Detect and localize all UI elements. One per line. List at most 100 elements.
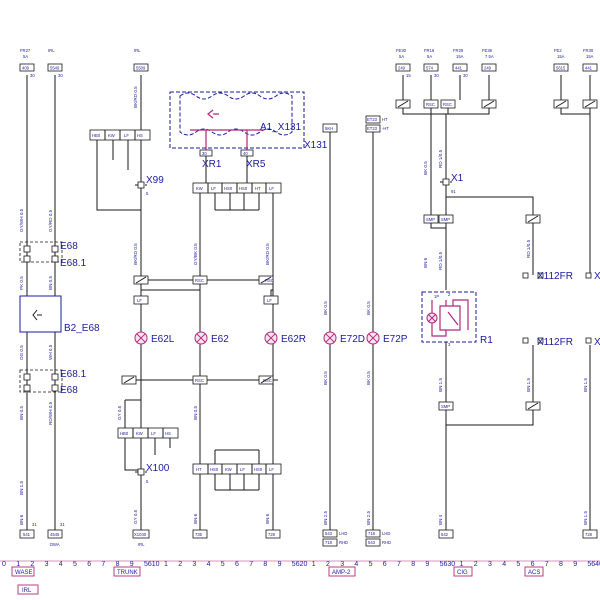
wire-label-w13: GY 0.5	[117, 405, 122, 420]
ruler-tick: 9	[130, 561, 134, 568]
box-541: 541	[23, 532, 31, 537]
splice-kw: KW	[108, 133, 115, 138]
wire-label-w12: BK/RD 0.5	[133, 243, 138, 265]
wire-label-w26: BN 4	[438, 514, 443, 525]
wire-label-w19: BN 2.5	[323, 511, 328, 525]
section-ref-trunk[interactable]: TRUNK	[113, 566, 141, 577]
rsc-3: RSC	[195, 378, 204, 383]
x100-label: X100	[146, 463, 170, 474]
x99-label: X99	[146, 175, 164, 186]
x1-label: X1	[451, 173, 464, 184]
ruler-tick: 8	[411, 561, 415, 568]
splice-hs-low: HS	[165, 431, 171, 436]
splice-ht: HT	[255, 186, 261, 191]
ruler-tick: 3	[488, 561, 492, 568]
section-ref-irl[interactable]: IRL	[17, 584, 39, 595]
ruler-tick: 9	[573, 561, 577, 568]
wire-label-w4b: BN 0.5	[19, 406, 24, 420]
irl-bottom-label: IRL	[138, 542, 145, 547]
lamp-label: E62	[211, 334, 229, 345]
e72p-top-box-2: ET23	[367, 126, 378, 131]
wire-label-w11: GY/BK 0.5	[193, 243, 198, 265]
splice-hb-low: HB0	[120, 431, 129, 436]
ruler-tick: 2	[178, 561, 182, 568]
ruler-tick: 1	[164, 561, 168, 568]
wire-label-w2: GY/RD 0.5	[48, 209, 53, 232]
wire-label-w12b: BK/RD 0.5	[265, 243, 270, 265]
ruler-tick: 5	[369, 561, 373, 568]
smp-r1: SMP	[426, 217, 435, 222]
pin-31-a: 31	[32, 522, 37, 527]
wire-label-w16b: BK 0.5	[323, 371, 328, 385]
lamp-cross-b	[266, 333, 276, 343]
fuse-box-label: 5549	[50, 66, 60, 71]
lamp-e72p: E72P	[366, 331, 408, 345]
section-ref-label: ACS	[528, 570, 540, 576]
ruler-tick: 7	[397, 561, 401, 568]
ruler-tick: 5640	[587, 561, 600, 568]
fuse-term: 15	[406, 73, 411, 78]
wire-label-w9: BN 6	[19, 514, 24, 525]
section-ref-label: WASE	[15, 570, 32, 576]
wire-label-w18: BK 0.5	[366, 371, 371, 385]
e68-1-bottom-label: E68.1	[60, 369, 87, 380]
wire-label-w8: BN 1.5	[19, 481, 24, 495]
lamp-label: E62R	[281, 334, 306, 345]
splice-ht-low: HT	[196, 467, 202, 472]
splice-kw-low: KW	[136, 431, 143, 436]
ruler-tick: 5	[221, 561, 225, 568]
dwa-label: DWA	[50, 542, 60, 547]
fuse-box-label: 249	[484, 66, 492, 71]
section-ref-amp-2[interactable]: AMP-2	[328, 566, 356, 577]
e72d-top-box: 5KH	[325, 126, 333, 131]
splice-lf-low2: LF	[240, 467, 245, 472]
ruler-tick: 5	[516, 561, 520, 568]
xr5-label: XR5	[246, 159, 266, 170]
splice-hs0-b: HS0	[239, 186, 248, 191]
pin-30: 30	[202, 151, 207, 156]
wire-label-w14: BN 0.5	[193, 406, 198, 420]
lamp-e62r: E62R	[264, 331, 306, 345]
lamp-e72d: E72D	[323, 331, 365, 345]
center-left-section: X99 5 HB0 KW LF HS A1_X131 X131 30 40 XR…	[89, 75, 328, 547]
ruler-tick: 7	[101, 561, 105, 568]
x100-pin: 5	[146, 479, 149, 484]
wire-label-w15: BN 6	[193, 513, 198, 524]
r1-pin-1p: 1P	[434, 294, 439, 299]
e68-1-top-label: E68.1	[60, 258, 87, 269]
box-4545: 4545	[50, 532, 60, 537]
rsc-2: RSC	[265, 278, 274, 283]
splice-lf: LF	[124, 133, 129, 138]
ruler-tick: 4	[502, 561, 506, 568]
ruler-tick: 4	[207, 561, 211, 568]
fuse-term: 30	[463, 73, 468, 78]
fuse-rating: 5A	[23, 54, 28, 59]
wire-label-w16: BK 0.5	[323, 301, 328, 315]
wire-label-w22: RD 1/0.5	[438, 149, 443, 168]
wire-label-w29: BN 1.5	[583, 511, 588, 525]
section-ref-cig[interactable]: CIG	[453, 566, 473, 577]
x112fr-top-label: X112FR	[537, 271, 573, 282]
splice-hs0-low: HS0	[210, 467, 219, 472]
lamp-cross-b	[136, 333, 146, 343]
wire-label-w17: BK 0.5	[366, 301, 371, 315]
ruler-tick: 1	[16, 561, 20, 568]
ruler-tick: 4	[59, 561, 63, 568]
box-718-d: 718	[325, 540, 333, 545]
xr1-label: XR1	[202, 159, 222, 170]
section-ref-wase[interactable]: WASE	[11, 566, 35, 577]
box-728: 728	[268, 532, 276, 537]
rhd-p: RHD	[382, 540, 391, 545]
ruler-tick: 2	[326, 561, 330, 568]
section-ref-label: IRL	[22, 588, 32, 594]
fuse-rating: 15A	[586, 54, 594, 59]
x112fr-bottom-label: X112FR	[537, 337, 573, 348]
section-ref-acs[interactable]: ACS	[524, 566, 544, 577]
fuse-rating: 7.5A	[485, 54, 494, 59]
lhd-d: LHD	[339, 531, 347, 536]
fuse-box	[47, 63, 63, 72]
ht-label: HT	[382, 117, 388, 122]
smp-r2: SMP	[441, 217, 450, 222]
